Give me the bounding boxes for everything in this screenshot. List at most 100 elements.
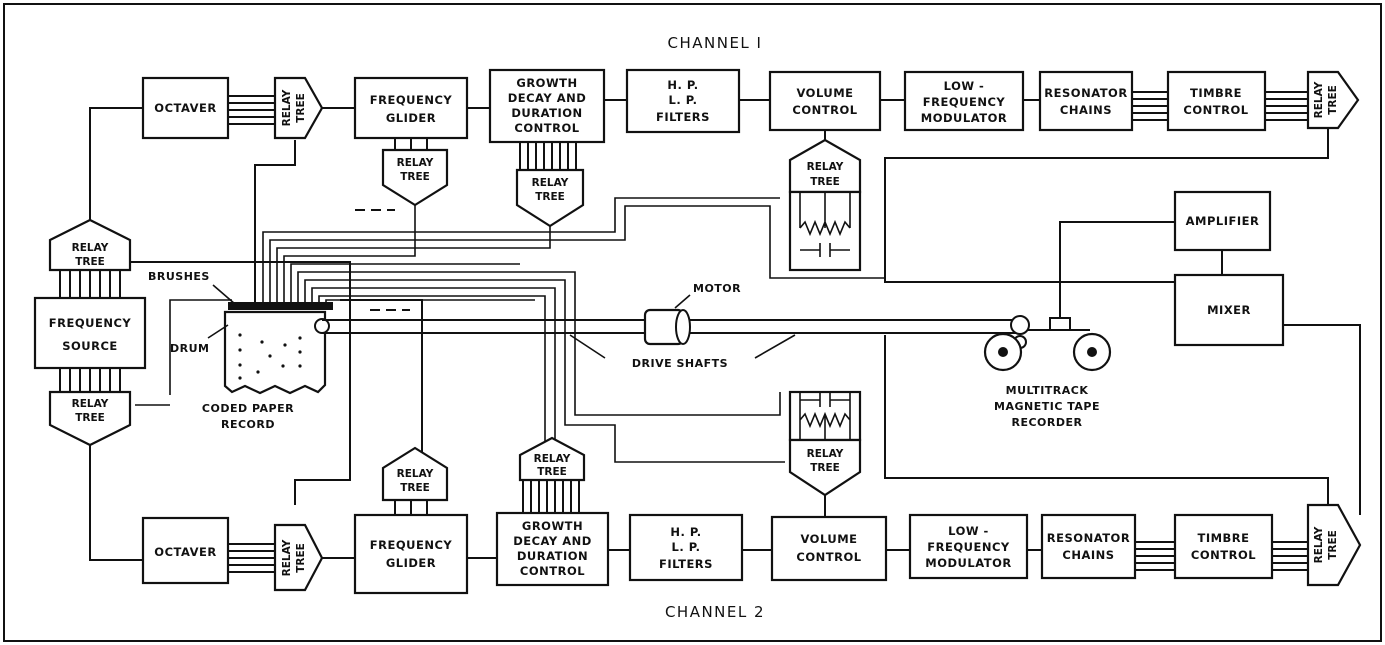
ch2-glider-relay-tree-label-2: TREE [400,482,430,494]
ch2-timbre-label-2: CONTROL [1191,548,1256,562]
drive-shafts-label: DRIVE SHAFTS [632,357,728,370]
ch1-filters-label-1: H. P. [667,78,698,92]
motor-label: MOTOR [693,282,741,295]
ch1-timbre-relay-label-2: TREE [1327,85,1339,115]
ch1-lfo-label-1: LOW - [944,79,985,93]
channel-2-title: CHANNEL 2 [665,603,765,621]
ch2-relay-tree-right [273,523,324,592]
channel-2-chain: OCTAVER RELAY TREE FREQUENCY GLIDER RELA… [141,390,1362,595]
ch2-growth-label-3: DURATION [517,549,588,563]
ch2-filters-label-2: L. P. [672,540,701,554]
ch1-resonator-label-2: CHAINS [1060,103,1112,117]
ch1-timbre-relay-tree [1306,70,1360,130]
brushes-label: BRUSHES [148,270,210,283]
ch1-growth-relay-tree-label-2: TREE [535,191,565,203]
ch2-frequency-glider-label-1: FREQUENCY [370,538,453,552]
frequency-source-box [33,296,147,370]
tape-recorder-label-1: MULTITRACK [1006,384,1089,397]
drum-paper [223,310,327,395]
drum-label: DRUM [170,342,209,355]
ch1-lfo-label-3: MODULATOR [921,111,1007,125]
ch2-resonator-box [1040,513,1137,580]
ch2-lfo-label-3: MODULATOR [925,556,1011,570]
source-top-relay-label-2: TREE [75,256,105,268]
coded-paper-label-1: CODED PAPER [202,402,294,415]
ch1-octaver-label: OCTAVER [154,101,216,115]
ch2-timbre-relay-label-2: TREE [1327,530,1339,560]
ch2-timbre-relay-tree [1306,503,1362,587]
ch1-frequency-glider-box [353,76,469,140]
ch1-filters-box [625,68,741,134]
ch2-filters-label-3: FILTERS [659,557,713,571]
ch1-growth-label-3: DURATION [511,106,582,120]
ch1-resonator-box [1038,70,1134,132]
diagram-frame [3,3,1382,642]
ch1-glider-relay-tree-label-1: RELAY [397,157,434,169]
ch1-timbre-box [1166,70,1267,132]
drum-assembly: BRUSHES DRUM CODED PAPER RECORD [148,270,1020,431]
ch1-frequency-glider-label-2: GLIDER [386,111,436,125]
frequency-source-label-1: FREQUENCY [49,316,132,330]
ch2-glider-relay-tree-label-1: RELAY [397,468,434,480]
ch2-growth-label-1: GROWTH [522,519,583,533]
ch1-glider-relay-tree-label-2: TREE [400,171,430,183]
ch1-relay-tree-right-label-2: TREE [295,93,307,123]
ch1-relay-tree-right [273,76,324,140]
ch1-volume-label-1: VOLUME [796,86,853,100]
ch2-volume-relay-tree [788,438,862,497]
motor-end [675,309,691,345]
drum-axle [314,318,330,334]
ch1-filters-label-3: FILTERS [656,110,710,124]
tape-head [1049,317,1071,331]
ch1-filters-label-2: L. P. [669,93,698,107]
ch1-volume-relay-tree [788,138,862,194]
channel-1-chain: OCTAVER RELAY TREE FREQUENCY GLIDER RELA… [141,68,1360,272]
ch2-timbre-relay-label-1: RELAY [1313,526,1325,563]
source-bottom-relay-tree [48,390,132,447]
ch1-growth-label-1: GROWTH [516,76,577,90]
channel-1-title: CHANNEL I [668,34,763,52]
ch2-timbre-box [1173,513,1274,580]
ch2-growth-decay-box [495,511,610,587]
ch2-growth-relay-tree-label-1: RELAY [534,453,571,465]
ch2-growth-label-4: CONTROL [520,564,585,578]
ch2-growth-relay-tree [518,436,586,482]
tape-recorder-label-2: MAGNETIC TAPE [994,400,1100,413]
ch2-glider-relay-tree [381,446,449,502]
ch2-relay-tree-right-label-1: RELAY [281,539,293,576]
ch1-growth-label-2: DECAY AND [508,91,587,105]
ch2-volume-label-1: VOLUME [800,532,857,546]
ch1-growth-relay-tree [515,168,585,228]
frequency-source-group: RELAY TREE FREQUENCY SOURCE RELAY TREE [33,218,147,447]
ch2-lfo-label-1: LOW - [948,524,989,538]
mixer-label: MIXER [1207,303,1251,317]
amplifier-label: AMPLIFIER [1186,214,1260,228]
ch2-filters-box [628,513,744,582]
ch2-relay-tree-right-label-2: TREE [295,543,307,573]
ch2-filters-label-1: H. P. [670,525,701,539]
ch2-frequency-glider-box [353,513,469,595]
ch1-volume-label-2: CONTROL [792,103,857,117]
ch1-timbre-relay-label-1: RELAY [1313,81,1325,118]
motor-assembly: MOTOR DRIVE SHAFTS [569,282,796,370]
ch1-resonator-label-1: RESONATOR [1044,86,1127,100]
ch1-growth-decay-box [488,68,606,144]
source-bottom-relay-label-2: TREE [75,412,105,424]
source-top-relay-tree [48,218,132,272]
ch1-lfo-label-2: FREQUENCY [923,95,1006,109]
ch1-volume-relay-label-2: TREE [810,176,840,188]
ch2-frequency-glider-label-2: GLIDER [386,556,436,570]
amplifier-box [1173,190,1272,252]
tape-recorder-label-3: RECORDER [1012,416,1083,429]
ch1-volume-relay-label-1: RELAY [807,161,844,173]
ch2-lfo-box [908,513,1029,580]
ch2-volume-relay-label-2: TREE [810,462,840,474]
frequency-source-label-2: SOURCE [62,339,118,353]
ch1-growth-label-4: CONTROL [514,121,579,135]
ch2-volume-control-box [770,515,888,582]
ch2-octaver-label: OCTAVER [154,545,216,559]
ch2-volume-relay-label-1: RELAY [807,448,844,460]
wiring [89,91,1361,573]
coded-paper-label-2: RECORD [221,418,275,431]
